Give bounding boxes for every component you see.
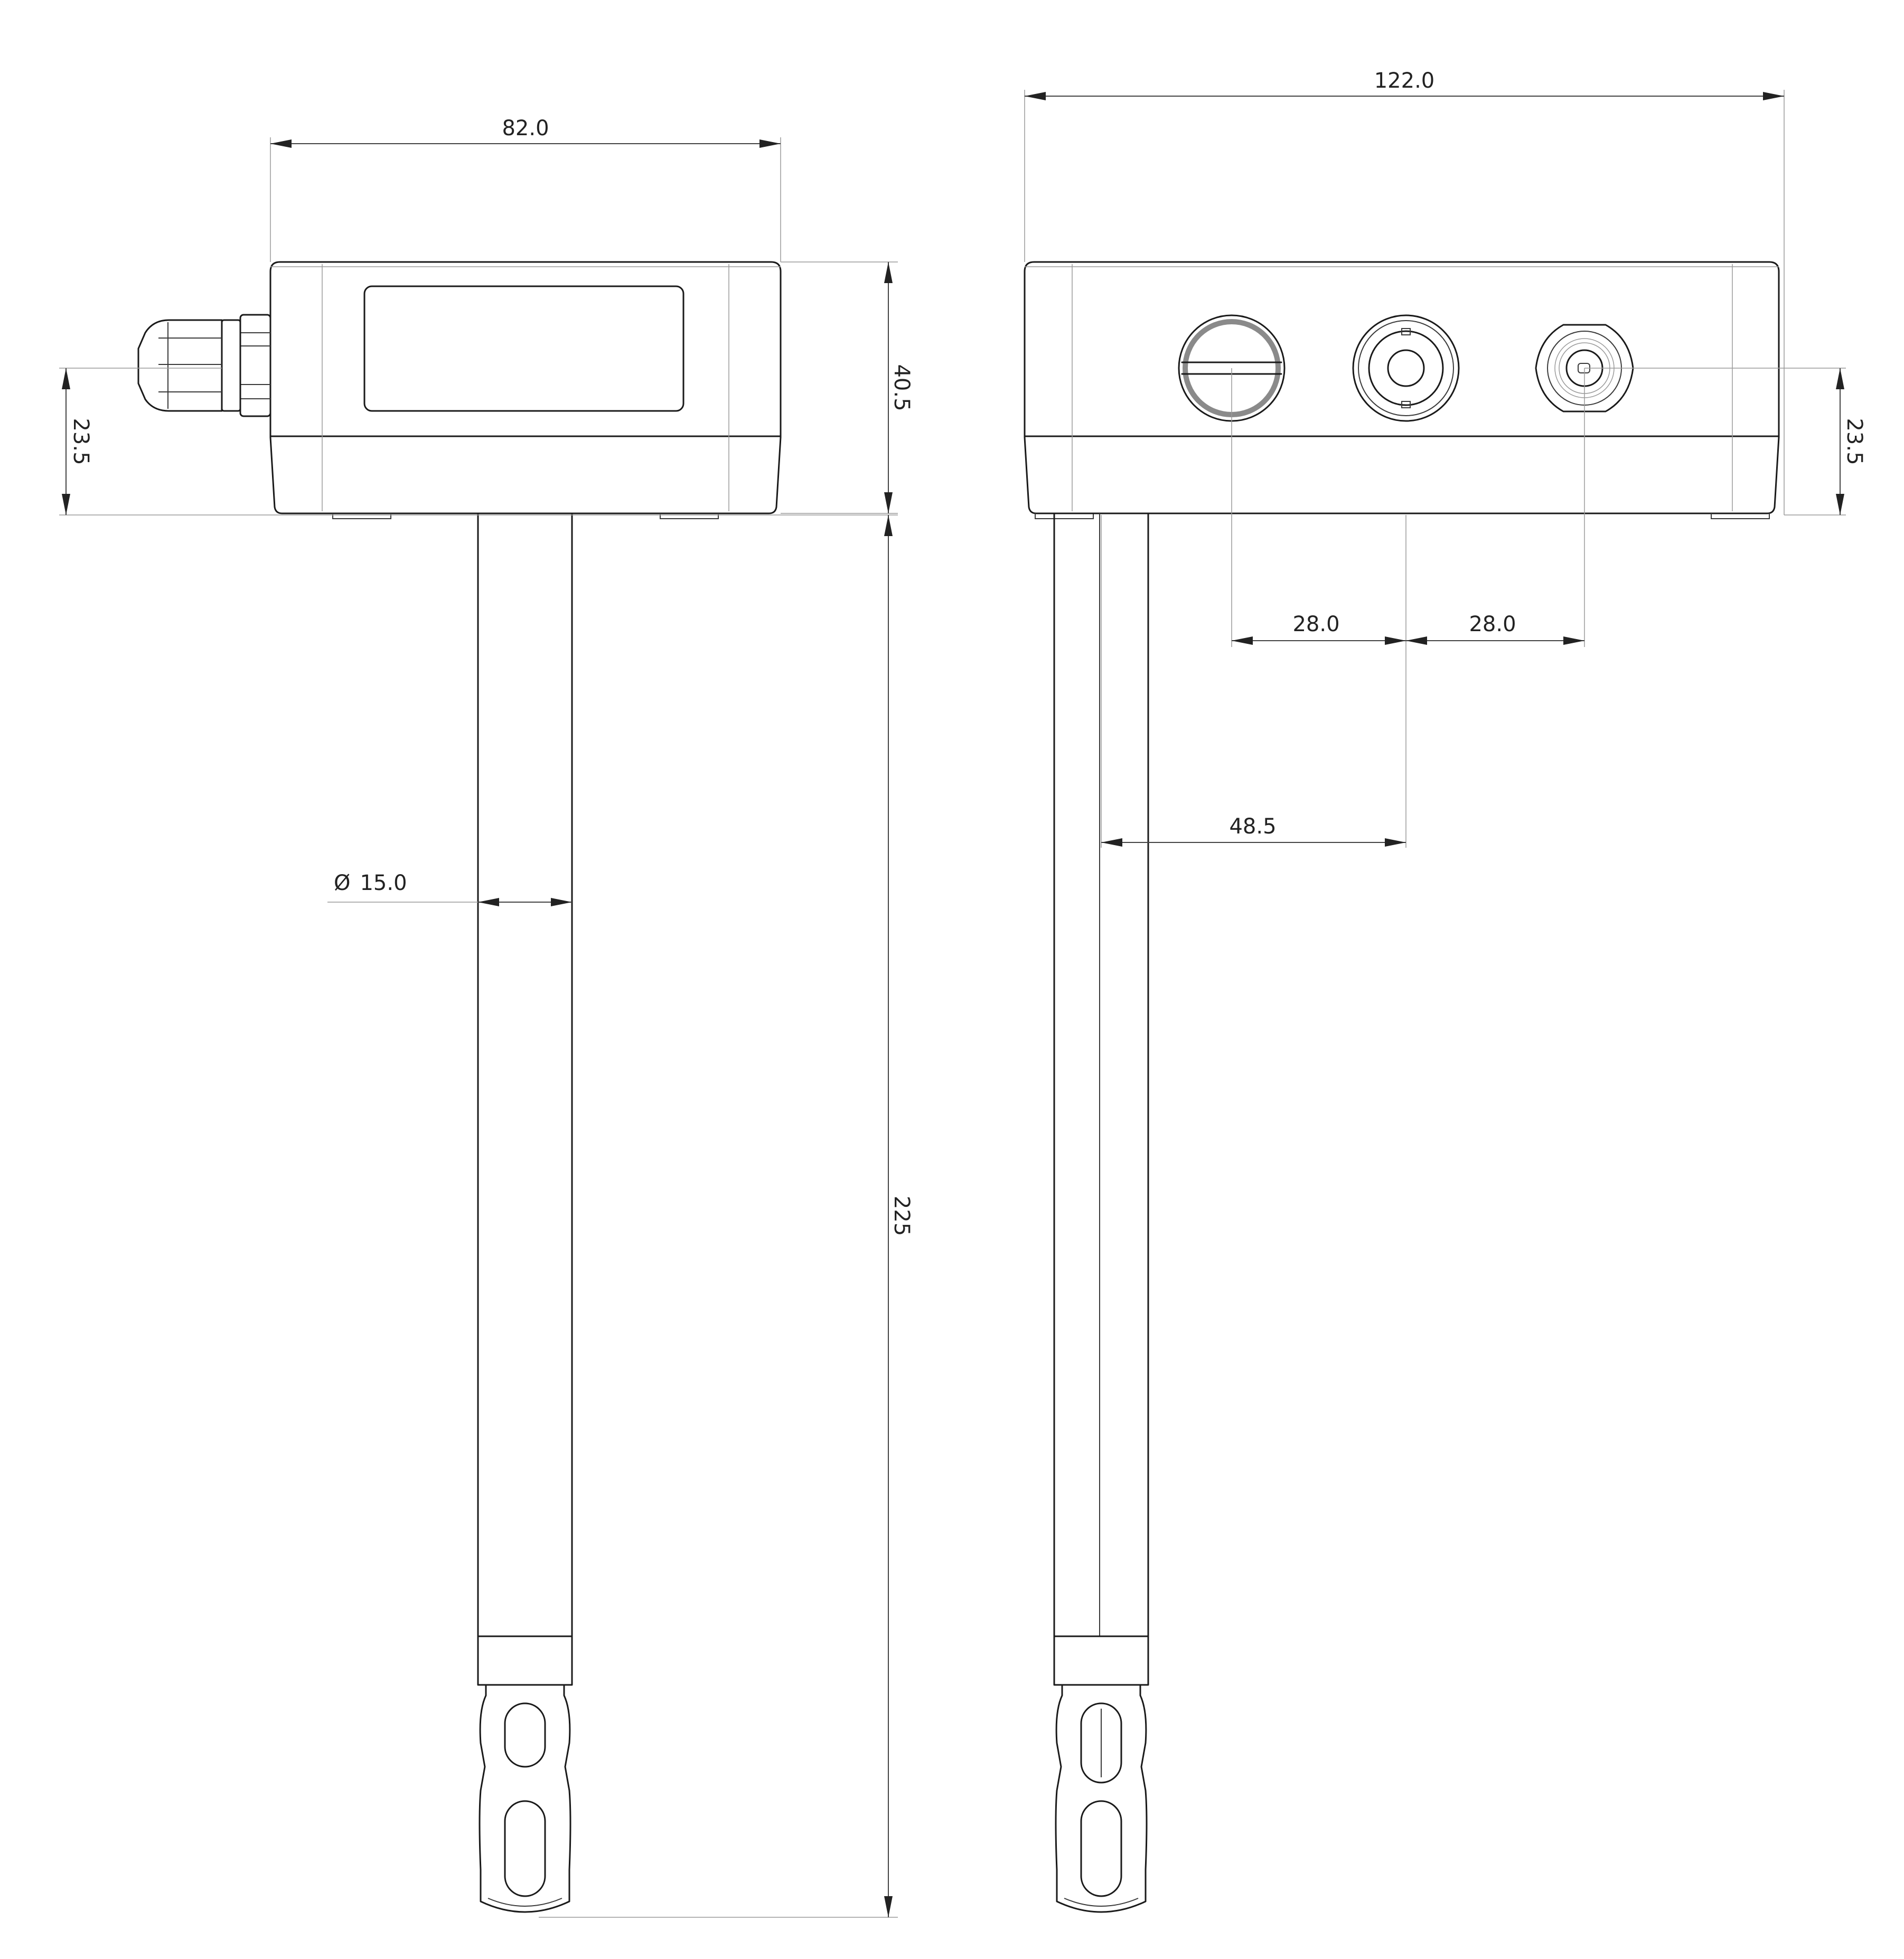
dim-text-connector-height: 23.5 [1842,418,1867,465]
front-housing [269,261,782,519]
dim-probe-diameter: Ø 15.0 [327,871,572,906]
dim-probe-offset: 48.5 [1101,814,1406,847]
side-dimensions: 122.0 23.5 28.0 28.0 [1024,69,1867,848]
side-view [1024,261,1780,1913]
side-probe [1053,512,1149,1913]
dim-text-probe-offset: 48.5 [1229,814,1276,839]
diameter-symbol: Ø [334,871,350,895]
front-view [137,261,782,1913]
dim-side-width: 122.0 [1024,69,1785,515]
dim-pitch-1: 28.0 [1232,612,1406,645]
cable-gland [137,314,271,417]
dim-text-pitch-1: 28.0 [1292,612,1339,636]
display-window [363,285,684,412]
dim-probe-length: 225 [539,515,914,1918]
dim-text-probe-diameter: 15.0 [360,871,407,895]
dim-connector-height: 23.5 [1584,368,1867,515]
dim-text-side-width: 122.0 [1374,69,1435,93]
side-housing [1024,261,1780,519]
dim-front-height: 40.5 [781,261,914,514]
dim-pitch-2: 28.0 [1406,612,1584,645]
dim-gland-height: 23.5 [59,368,898,515]
svg-text:Ø15.0: Ø 15.0 [334,871,407,895]
dim-text-front-width: 82.0 [502,116,549,140]
dim-front-width: 82.0 [270,116,781,262]
front-dimensions: 82.0 40.5 23.5 225 [59,116,914,1918]
probe-slot-lower [504,1800,546,1897]
dim-text-front-height: 40.5 [889,364,914,411]
dim-text-probe-length: 225 [889,1196,914,1236]
probe-slot-upper [504,1702,546,1768]
dim-text-pitch-2: 28.0 [1469,612,1516,636]
dim-text-gland-height: 23.5 [69,418,93,465]
front-probe [477,512,573,1913]
socket-connector [1352,314,1460,422]
